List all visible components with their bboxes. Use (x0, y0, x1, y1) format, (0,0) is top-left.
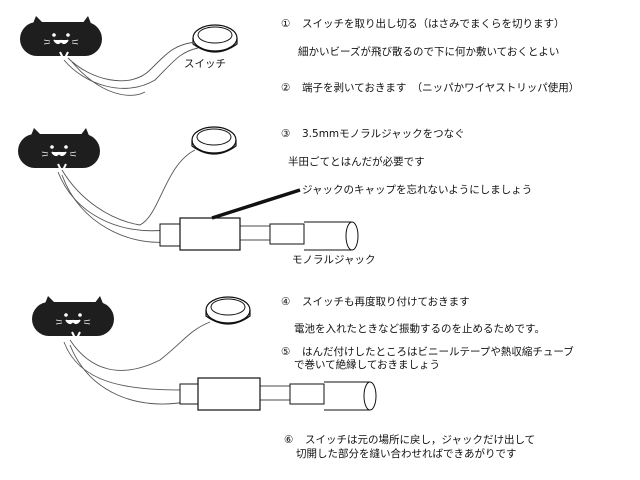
jack-cap (345, 221, 359, 251)
cat-pillow-icon (17, 127, 101, 173)
step-2-number: ② (281, 82, 291, 94)
step-5-note: で巻いて絶縁しておきましょう (294, 359, 441, 371)
jack-cap (324, 381, 370, 411)
step-1-note: 細かいビーズが飛び散るので下に何か敷いておくとよい (298, 46, 560, 58)
wire-line (61, 174, 166, 243)
switch-label: スイッチ (184, 58, 226, 70)
step-3-note: 半田ごてとはんだが必要です (288, 156, 425, 168)
jack-connector (179, 383, 201, 405)
step-4-text: スイッチも再度取り付けておきます (302, 296, 470, 308)
step-5-number: ⑤ (281, 346, 291, 358)
jack-cap (304, 221, 352, 251)
step-1-number: ① (281, 18, 291, 30)
step-4-note: 電池を入れたときなど振動するのを止めるためです。 (294, 323, 545, 335)
jack-plug (289, 383, 325, 405)
wire-line (69, 344, 186, 405)
cap-note: ジャックのキャップを忘れないようにしましょう (302, 184, 533, 196)
wire-line (61, 149, 196, 226)
wire-line (63, 341, 186, 391)
jack-body (179, 217, 241, 251)
step-1-text: スイッチを取り出し切る（はさみでまくらを切ります） (302, 18, 565, 30)
cat-pillow-icon (31, 295, 115, 341)
jack-connector (159, 223, 183, 247)
panel-1-illustration (19, 15, 238, 96)
jack-plug (269, 223, 305, 245)
step-6-number: ⑥ (284, 434, 294, 446)
wire-line (57, 171, 166, 232)
switch-icon (205, 296, 251, 325)
wire-line (67, 41, 196, 82)
step-4-number: ④ (281, 296, 291, 308)
jack-lead (240, 225, 270, 241)
switch-icon (191, 126, 237, 155)
panel-3-illustration (31, 295, 377, 411)
wire-line (63, 47, 199, 89)
wire-line (69, 321, 211, 371)
jack-label: モノラルジャック (292, 254, 376, 266)
jack-body (197, 377, 261, 411)
step-2-text: 端子を剥いておきます （ニッパかワイヤストリッパ使用） (302, 82, 580, 94)
jack-lead (260, 385, 290, 401)
step-3-text: 3.5mmモノラルジャックをつなぐ (302, 128, 465, 140)
jack-cap (363, 381, 377, 411)
step-5-text: はんだ付けしたところはビニールテープや熱収縮チューブ (302, 346, 574, 358)
step-6-note: 切開した部分を縫い合わせればできあがりです (296, 448, 517, 460)
pointer-line (211, 188, 301, 220)
cat-pillow-icon (19, 15, 103, 61)
step-3-number: ③ (281, 128, 291, 140)
switch-icon (192, 24, 238, 53)
panel-2-illustration (17, 126, 359, 251)
step-6-text: スイッチは元の場所に戻し，ジャックだけ出して (305, 434, 536, 446)
wire-line (71, 61, 146, 96)
